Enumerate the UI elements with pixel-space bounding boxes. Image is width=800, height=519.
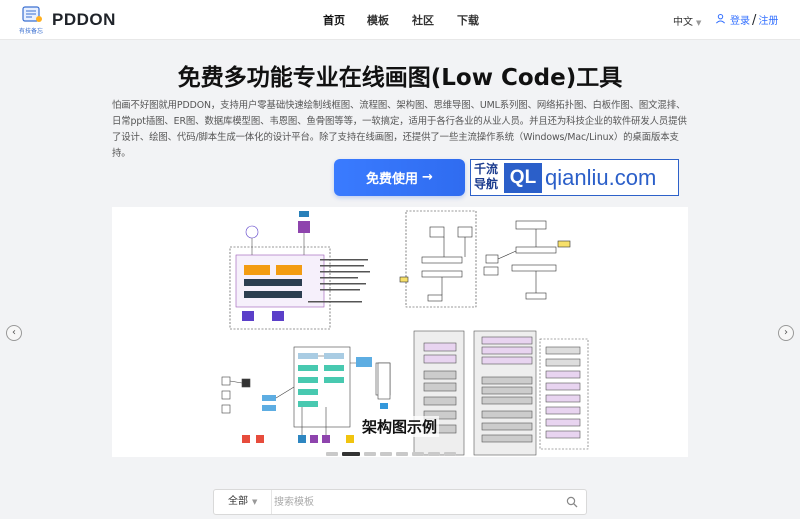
login-link[interactable]: 登录	[730, 16, 750, 27]
ad-chinese-text: 千流导航	[474, 162, 499, 191]
diagram-legend-text	[308, 259, 370, 303]
language-selector[interactable]: 中文▼	[673, 13, 701, 28]
nav-link-templates[interactable]: 模板	[367, 14, 389, 27]
arrow-right-icon: →	[422, 170, 433, 185]
auth-separator: /	[752, 13, 757, 28]
carousel-dot[interactable]	[412, 452, 424, 456]
diagram-layers-bottom-right	[413, 330, 589, 456]
register-link[interactable]: 注册	[758, 16, 779, 27]
search-category-select[interactable]: 全部 ▼	[214, 490, 272, 514]
chevron-down-icon: ▼	[696, 19, 702, 27]
template-search-bar: 全部 ▼	[213, 489, 587, 515]
carousel-next-button[interactable]: ›	[778, 325, 794, 341]
search-category-label: 全部	[228, 496, 248, 507]
language-label: 中文	[673, 17, 693, 28]
carousel-caption: 架构图示例	[360, 416, 440, 437]
free-use-button-label: 免费使用	[366, 172, 419, 187]
carousel-dot[interactable]	[396, 452, 408, 456]
chevron-right-icon: ›	[784, 327, 788, 338]
diagram-flow-top-right	[399, 210, 571, 308]
carousel-dot[interactable]	[380, 452, 392, 456]
carousel-dot[interactable]	[444, 452, 456, 456]
carousel-dot[interactable]	[342, 452, 360, 456]
hero-description: 怕画不好图就用PDDON，支持用户零基础快速绘制线框图、流程图、架构图、思维导图…	[112, 100, 687, 159]
chevron-left-icon: ‹	[12, 327, 16, 338]
diagram-aws-region	[229, 211, 331, 330]
hero-title: 免费多功能专业在线画图(Low Code)工具	[177, 65, 623, 91]
ad-badge: QL	[504, 163, 542, 193]
qianliu-ad-banner[interactable]: 千流导航 QL qianliu.com	[470, 159, 679, 196]
carousel-dot[interactable]	[364, 452, 376, 456]
nav-link-download[interactable]: 下载	[457, 14, 479, 27]
nav-link-home[interactable]: 首页	[323, 14, 345, 27]
logo-icon	[22, 6, 42, 22]
search-input[interactable]	[274, 492, 554, 512]
nav-link-community[interactable]: 社区	[412, 14, 434, 27]
brand-name[interactable]: PDDON	[52, 10, 116, 29]
user-icon	[716, 13, 725, 24]
site-logo[interactable]: 有技备忘	[14, 5, 48, 35]
carousel-dot[interactable]	[428, 452, 440, 456]
ad-domain: qianliu.com	[545, 165, 657, 190]
logo-caption: 有技备忘	[18, 28, 43, 35]
top-navigation-bar: 有技备忘 PDDON 首页 模板 社区 下载 中文▼ 登录/注册	[0, 0, 800, 40]
free-use-button[interactable]: 免费使用 →	[334, 159, 465, 196]
chevron-down-icon: ▼	[252, 498, 258, 506]
carousel-slide[interactable]: 架构图示例	[112, 207, 688, 457]
carousel-dot[interactable]	[326, 452, 338, 456]
diagram-center-column	[377, 362, 391, 409]
search-icon[interactable]	[566, 496, 578, 508]
carousel-prev-button[interactable]: ‹	[6, 325, 22, 341]
carousel-indicators	[326, 452, 456, 458]
auth-links: 登录/注册	[730, 12, 778, 28]
